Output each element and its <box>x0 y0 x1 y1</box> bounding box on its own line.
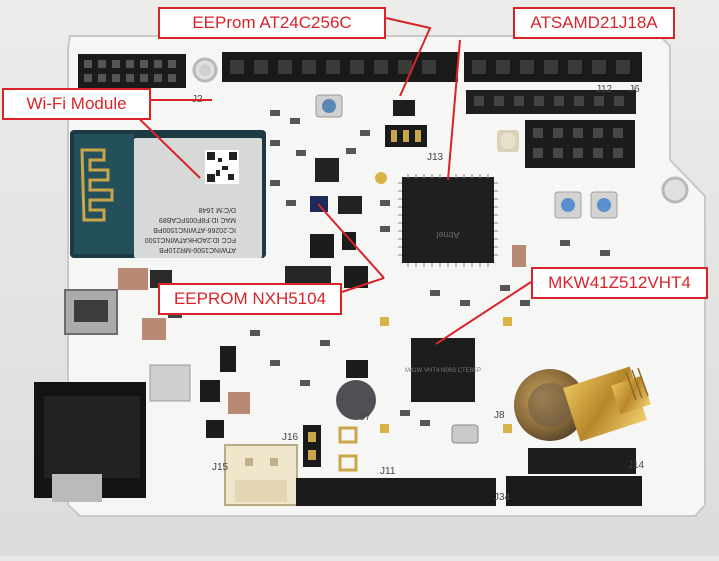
svg-text:D/C:M 1648: D/C:M 1648 <box>199 206 236 213</box>
wifi-module-label-text: ATWINC1500-MR210PB FCC ID:2ADHKATWINC150… <box>145 206 236 253</box>
silk-j6: J6 <box>629 84 640 95</box>
silk-j12: J12 <box>596 84 613 95</box>
callout-wifi-module: Wi-Fi Module <box>2 88 151 120</box>
atsamd-chip-marking: Atmel <box>436 230 459 240</box>
silk-j13: J13 <box>427 152 444 163</box>
callout-eeprom-at24c256c: EEProm AT24C256C <box>158 7 386 39</box>
callout-mkw41z512vht4: MKW41Z512VHT4 <box>531 267 708 299</box>
callout-eeprom-nxh5104: EEPROM NXH5104 <box>158 283 342 315</box>
silk-j7: J7 <box>360 412 371 423</box>
svg-text:IC:20266-ATWINC1500PB: IC:20266-ATWINC1500PB <box>153 226 236 233</box>
silk-j8: J8 <box>494 410 505 421</box>
silk-j34: J34 <box>494 492 511 503</box>
silk-j11: J11 <box>380 466 396 477</box>
silk-j16: J16 <box>282 432 299 443</box>
mkw-chip-marking: M41W VHT4 N06S CTE8EP <box>405 368 481 374</box>
callout-atsamd21j18a: ATSAMD21J18A <box>513 7 675 39</box>
silk-j14: J14 <box>628 460 645 471</box>
svg-text:ATWINC1500-MR210PB: ATWINC1500-MR210PB <box>159 246 236 253</box>
silk-j15: J15 <box>212 462 229 473</box>
svg-text:MAC ID:F8F005FCAB89: MAC ID:F8F005FCAB89 <box>159 216 236 223</box>
svg-text:FCC ID:2ADHKATWINC1500: FCC ID:2ADHKATWINC1500 <box>145 236 236 243</box>
